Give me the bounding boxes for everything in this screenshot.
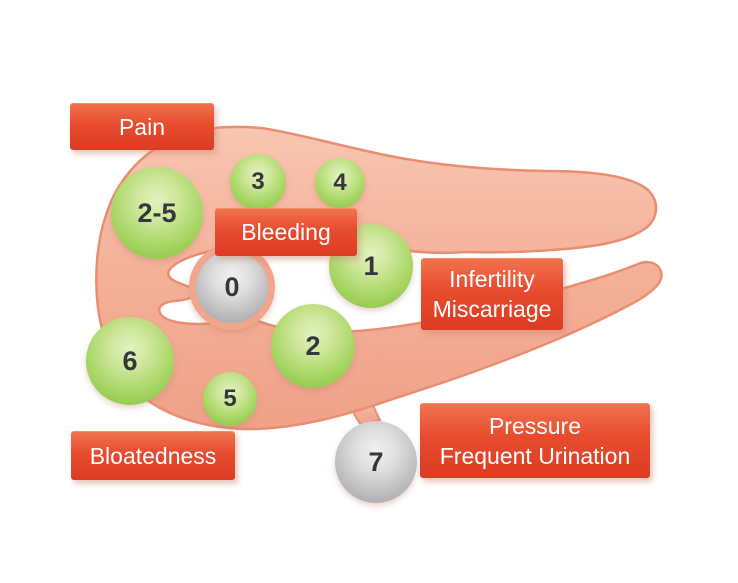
fibroid-marker-label: 6 (122, 345, 138, 376)
fibroid-marker-7: 7 (335, 421, 417, 503)
symptom-label-text: Pain (118, 113, 166, 140)
symptom-label-text: Frequent Urination (439, 442, 631, 469)
fibroid-marker-label: 0 (224, 271, 240, 302)
fibroid-marker-2: 2 (271, 304, 355, 388)
fibroid-marker-3: 3 (230, 154, 286, 210)
fibroid-marker-0: 0 (189, 244, 275, 330)
symptom-label-infertility-miscarriage: Infertility Miscarriage (421, 258, 563, 330)
symptom-label-text: Bleeding (241, 219, 331, 245)
fibroid-marker-5: 5 (203, 372, 257, 426)
symptom-label-text: Bloatedness (89, 442, 217, 469)
fibroid-marker-label: 5 (223, 385, 237, 412)
fibroid-marker-2-5: 2-5 (111, 167, 203, 259)
symptom-label-text: Pressure (488, 412, 582, 439)
symptom-label-text: Miscarriage (432, 296, 552, 322)
fibroid-marker-4: 4 (315, 158, 365, 208)
fibroid-marker-label: 1 (363, 250, 379, 281)
symptom-label-pressure-frequent-urination: Pressure Frequent Urination (420, 403, 650, 478)
symptom-label-text: Infertility (449, 266, 535, 292)
fibroid-marker-label: 2 (305, 330, 321, 361)
symptom-label-bleeding: Bleeding (215, 208, 357, 256)
fibroid-marker-6: 6 (86, 317, 174, 405)
symptom-label-bloatedness: Bloatedness (71, 431, 235, 480)
symptom-label-pain: Pain (70, 103, 214, 150)
fibroid-marker-label: 3 (251, 168, 265, 195)
fibroid-marker-label: 7 (368, 446, 384, 477)
fibroid-marker-label: 4 (333, 169, 347, 196)
fibroid-marker-label: 2-5 (137, 197, 177, 228)
